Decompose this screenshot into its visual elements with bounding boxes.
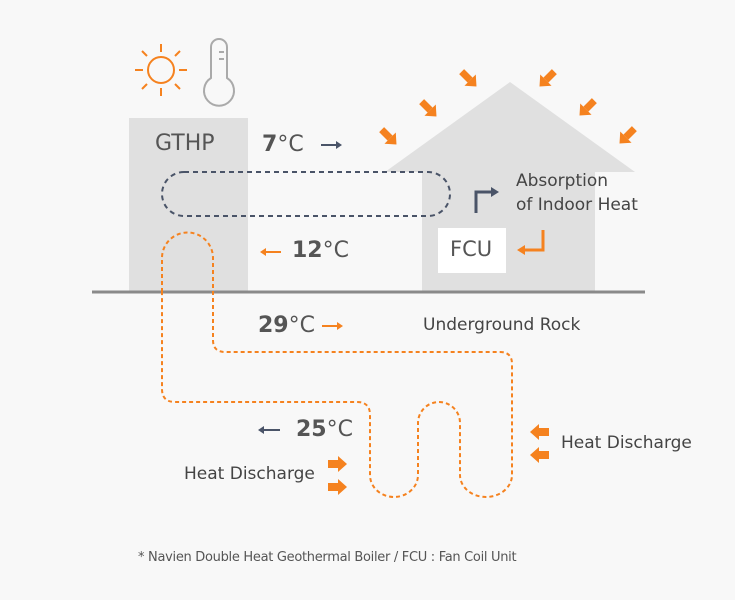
fcu-label: FCU	[450, 237, 493, 261]
corner-arrow-down-left-icon	[517, 230, 545, 255]
arrow-left-icon	[258, 426, 280, 434]
temp-unit: °C	[322, 238, 349, 263]
indoor-loop	[161, 171, 451, 217]
temp-value: 7	[262, 132, 278, 157]
temp-value: 29	[258, 313, 289, 338]
sun-icon	[135, 44, 187, 96]
footnote: * Navien Double Heat Geothermal Boiler /…	[138, 550, 517, 565]
temp-12: 12°C	[292, 238, 349, 263]
temp-29: 29°C	[258, 313, 315, 338]
heat-discharge-left-label: Heat Discharge	[184, 464, 315, 484]
gthp-label: GTHP	[155, 131, 215, 156]
heat-discharge-arrows-left	[328, 456, 347, 495]
temp-unit: °C	[288, 313, 315, 338]
temp-unit: °C	[277, 132, 304, 157]
arrow-right-icon	[321, 141, 342, 149]
fcu-box	[438, 228, 506, 273]
temp-value: 12	[292, 238, 323, 263]
ground-loop	[161, 231, 513, 498]
arrow-left-icon	[260, 248, 281, 256]
arrow-right-icon	[322, 322, 343, 330]
heat-discharge-arrows-right	[530, 424, 549, 463]
thermometer-icon	[203, 38, 235, 107]
heat-discharge-right-label: Heat Discharge	[561, 433, 692, 453]
underground-label: Underground Rock	[423, 315, 581, 335]
gthp-block	[129, 118, 248, 292]
absorption-label-1: Absorption	[516, 171, 609, 191]
absorption-label-2: of Indoor Heat	[516, 195, 638, 215]
sun-rays-arrows	[379, 69, 637, 145]
temp-unit: °C	[326, 417, 353, 442]
temp-7: 7°C	[262, 132, 304, 157]
temp-25: 25°C	[296, 417, 353, 442]
corner-arrow-up-right-icon	[474, 187, 499, 213]
temp-value: 25	[296, 417, 327, 442]
